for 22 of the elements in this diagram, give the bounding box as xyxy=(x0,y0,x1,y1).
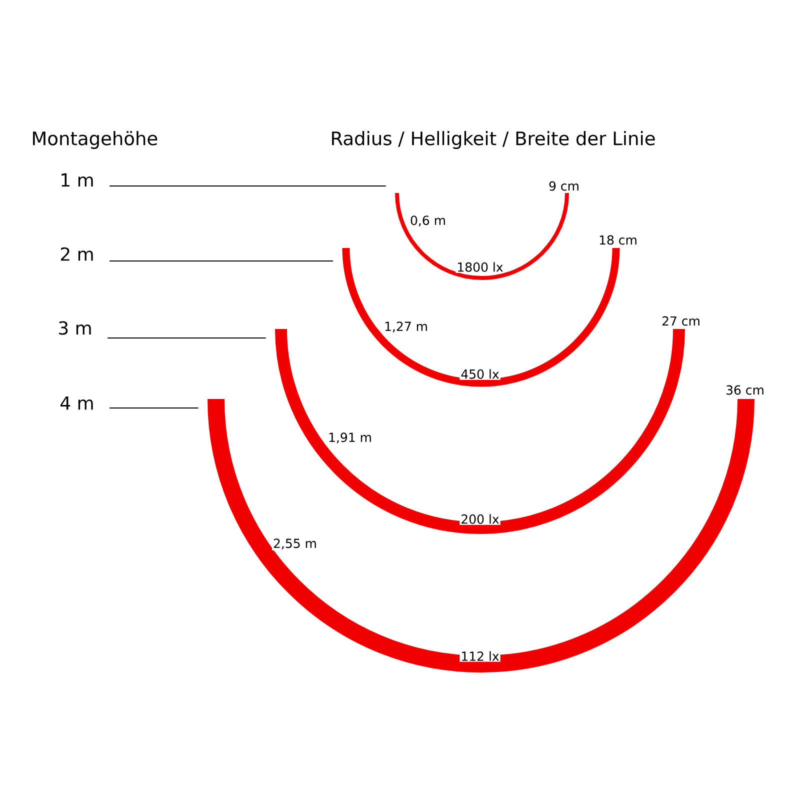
column-heading: Radius / Helligkeit / Breite der Linie xyxy=(329,130,657,150)
height-label: 2 m xyxy=(60,247,93,261)
column-heading: Montagehöhe xyxy=(30,130,160,150)
width-label: 27 cm xyxy=(660,315,702,327)
radius-label: 1,91 m xyxy=(327,432,373,444)
radius-label: 2,55 m xyxy=(272,538,318,550)
radius-label: 0,6 m xyxy=(409,214,448,228)
illuminance-label: 1800 lx xyxy=(456,261,504,273)
height-label: 3 m xyxy=(59,321,91,335)
height-label: 4 m xyxy=(60,396,93,410)
semicircle-arc xyxy=(395,192,569,280)
semicircle-arc xyxy=(342,248,620,387)
semicircle-arc xyxy=(208,398,754,672)
illuminance-label: 450 lx xyxy=(460,368,500,380)
illuminance-label: 200 lx xyxy=(460,513,500,525)
radius-label: 1,27 m xyxy=(383,320,429,334)
illuminance-label: 112 lx xyxy=(460,650,500,662)
width-label: 9 cm xyxy=(548,180,580,192)
leader-line xyxy=(109,260,334,262)
width-label: 36 cm xyxy=(724,384,766,396)
height-label: 1 m xyxy=(62,173,93,187)
width-label: 18 cm xyxy=(598,234,638,246)
